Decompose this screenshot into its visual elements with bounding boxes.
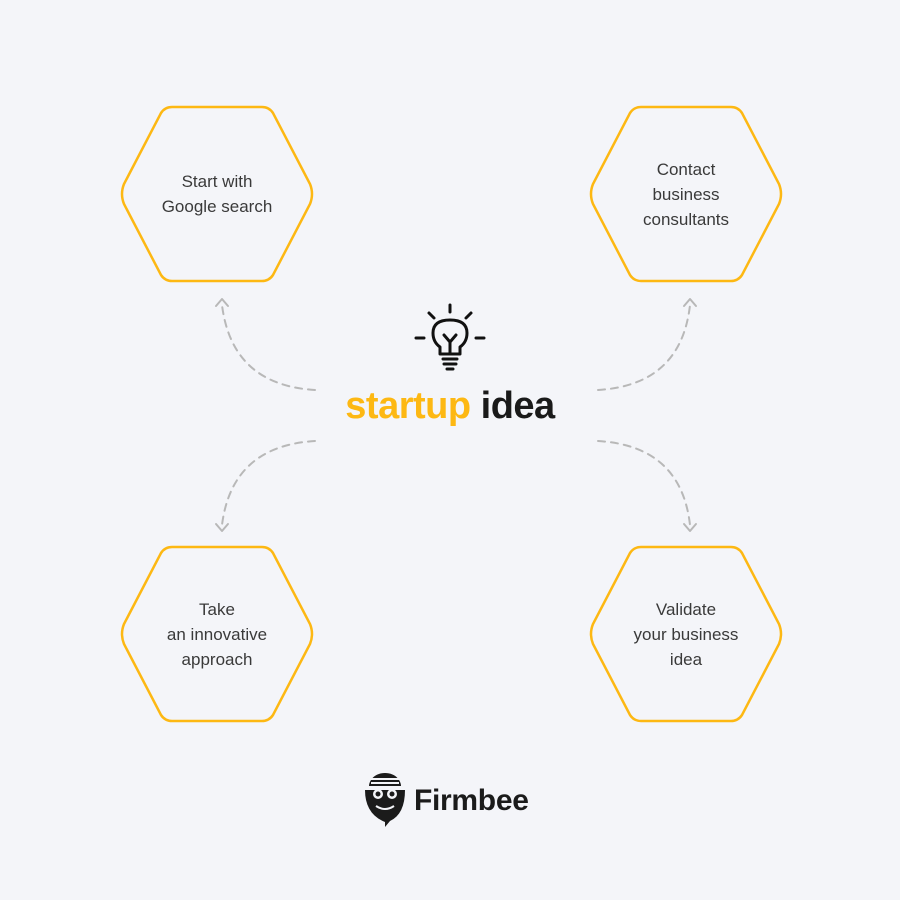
step-hexagon: Validate your business idea [586,544,786,724]
arrowhead-step-3 [215,523,229,532]
step-hexagon: Contact business consultants [586,104,786,284]
bee-mascot-icon [365,773,405,827]
hexagon-outline [589,545,783,723]
step-hexagon: Take an innovative approach [117,544,317,724]
step-text: Contact business consultants [643,159,729,229]
hexagon-outline [589,105,783,283]
arrow-to-step-2 [597,304,691,391]
lightbulb-icon [414,303,486,371]
hexagon-outline [120,105,314,283]
step-text: Start with Google search [161,172,273,216]
hexagon-outline [120,545,314,723]
step-text: Validate your business idea [633,599,739,669]
title-main-word: idea [480,385,556,427]
central-title: startup idea [250,385,650,441]
arrow-to-step-1 [221,304,316,391]
arrow-to-step-3 [221,440,316,526]
title-accent-word: startup [345,385,471,427]
arrow-to-step-4 [597,440,691,526]
step-hexagon: Start with Google search [117,104,317,284]
arrowhead-step-1 [215,298,229,307]
arrowhead-step-4 [683,523,697,532]
arrowhead-step-2 [683,298,697,307]
brand-name: Firmbee [414,784,529,817]
brand-footer: Firmbee [362,770,562,830]
step-text: Take an innovative approach [166,599,268,669]
